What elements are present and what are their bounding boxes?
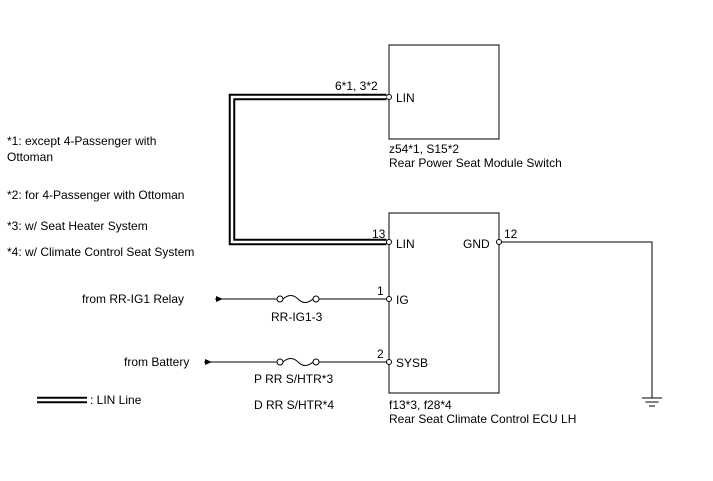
note-1-line-2: Ottoman — [7, 150, 53, 164]
ecu-box — [388, 212, 500, 394]
seat-switch-name: Rear Power Seat Module Switch — [389, 156, 562, 170]
ground-symbol-icon — [642, 397, 662, 407]
battery-arrow-icon — [205, 359, 212, 365]
ecu-gnd-pin-number: 12 — [504, 227, 518, 241]
ecu-ig-label: IG — [396, 293, 409, 307]
ig-fuse-label: RR-IG1-3 — [271, 310, 323, 324]
seat-switch-lin-terminal — [386, 94, 392, 100]
ecu-ig-terminal — [386, 296, 392, 302]
seat-switch-box — [388, 44, 500, 140]
lin-line-legend-label: : LIN Line — [90, 393, 142, 407]
ecu-lin-terminal — [386, 239, 392, 245]
lin-line — [228, 93, 387, 246]
ecu-lin-label: LIN — [396, 237, 415, 251]
ecu-name: Rear Seat Climate Control ECU LH — [389, 412, 576, 426]
ig-fuse-icon — [276, 295, 320, 303]
relay-arrow-icon — [216, 296, 223, 302]
note-2: *2: for 4-Passenger with Ottoman — [7, 188, 184, 202]
ecu-gnd-terminal — [496, 239, 502, 245]
note-4: *4: w/ Climate Control Seat System — [7, 245, 194, 259]
ecu-sysb-label: SYSB — [396, 356, 428, 370]
ecu-sysb-pin-number: 2 — [377, 347, 384, 361]
ecu-gnd-label: GND — [463, 237, 490, 251]
seat-switch-pin-number: 6*1, 3*2 — [335, 79, 378, 93]
ecu-ig-pin-number: 1 — [377, 284, 384, 298]
sysb-fuse-label-p: P RR S/HTR*3 — [254, 372, 333, 386]
note-1-line-1: *1: except 4-Passenger with — [7, 134, 156, 148]
ecu-connector: f13*3, f28*4 — [389, 398, 452, 412]
ground-wire — [501, 241, 653, 398]
ecu-sysb-terminal — [386, 359, 392, 365]
seat-switch-connector: z54*1, S15*2 — [389, 142, 459, 156]
sysb-fuse-label-d: D RR S/HTR*4 — [254, 398, 334, 412]
battery-source-label: from Battery — [124, 355, 189, 369]
seat-switch-lin-label: LIN — [396, 91, 415, 105]
ecu-lin-pin-number: 13 — [372, 227, 386, 241]
relay-source-label: from RR-IG1 Relay — [82, 292, 184, 306]
sysb-fuse-icon — [276, 358, 320, 366]
note-3: *3: w/ Seat Heater System — [7, 219, 148, 233]
